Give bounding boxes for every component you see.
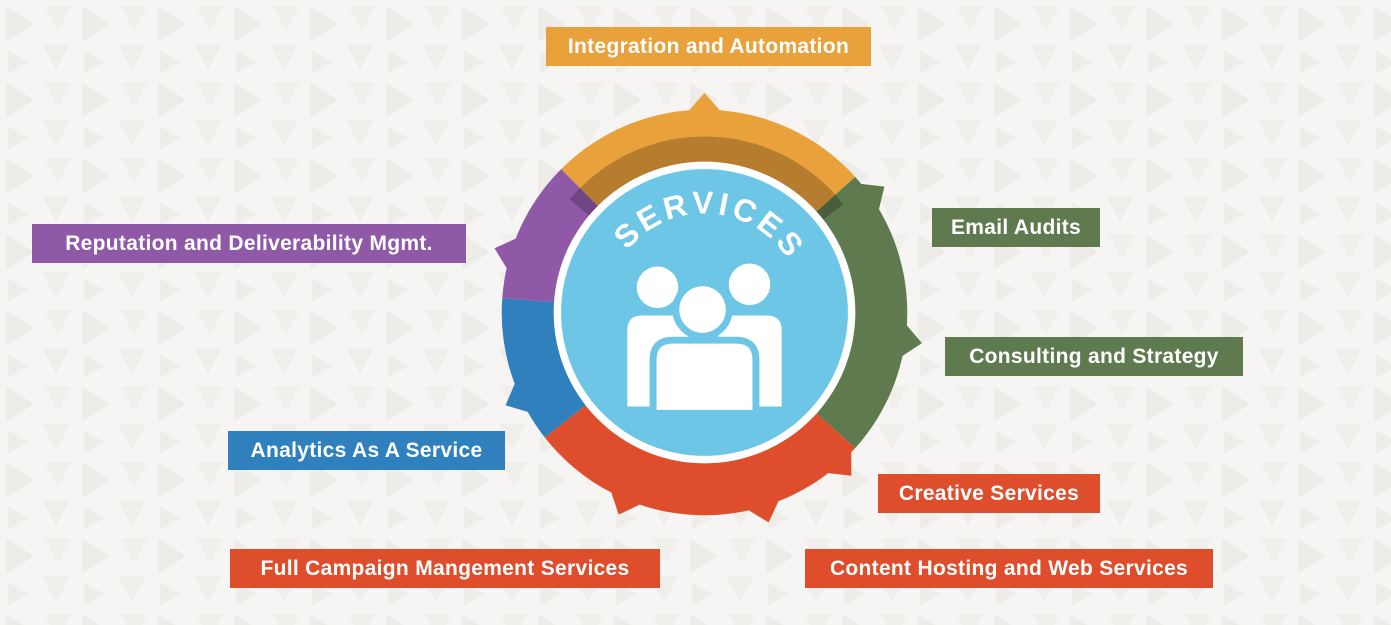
ring-inner-shadow xyxy=(569,136,844,220)
label-full-campaign-management-services: Full Campaign Mangement Services xyxy=(230,549,660,588)
ring-segment-purple xyxy=(502,169,599,303)
ring-segment-orange xyxy=(561,109,856,212)
label-analytics-as-a-service: Analytics As A Service xyxy=(228,431,505,470)
label-email-audits: Email Audits xyxy=(932,208,1100,247)
ring-segment-blue xyxy=(501,298,587,438)
ring-segment-red xyxy=(544,405,856,516)
label-consulting-and-strategy: Consulting and Strategy xyxy=(945,337,1243,376)
services-wheel: SERVICES xyxy=(494,92,922,523)
back-right-head xyxy=(728,263,771,306)
back-left-head xyxy=(636,266,679,309)
label-integration-and-automation: Integration and Automation xyxy=(546,27,871,66)
front-body xyxy=(649,336,760,417)
label-reputation-and-deliverability-mgmt: Reputation and Deliverability Mgmt. xyxy=(32,224,466,263)
people-group-icon xyxy=(627,263,782,417)
label-creative-services: Creative Services xyxy=(878,474,1100,513)
label-content-hosting-and-web-services: Content Hosting and Web Services xyxy=(805,549,1213,588)
front-head xyxy=(672,279,733,340)
